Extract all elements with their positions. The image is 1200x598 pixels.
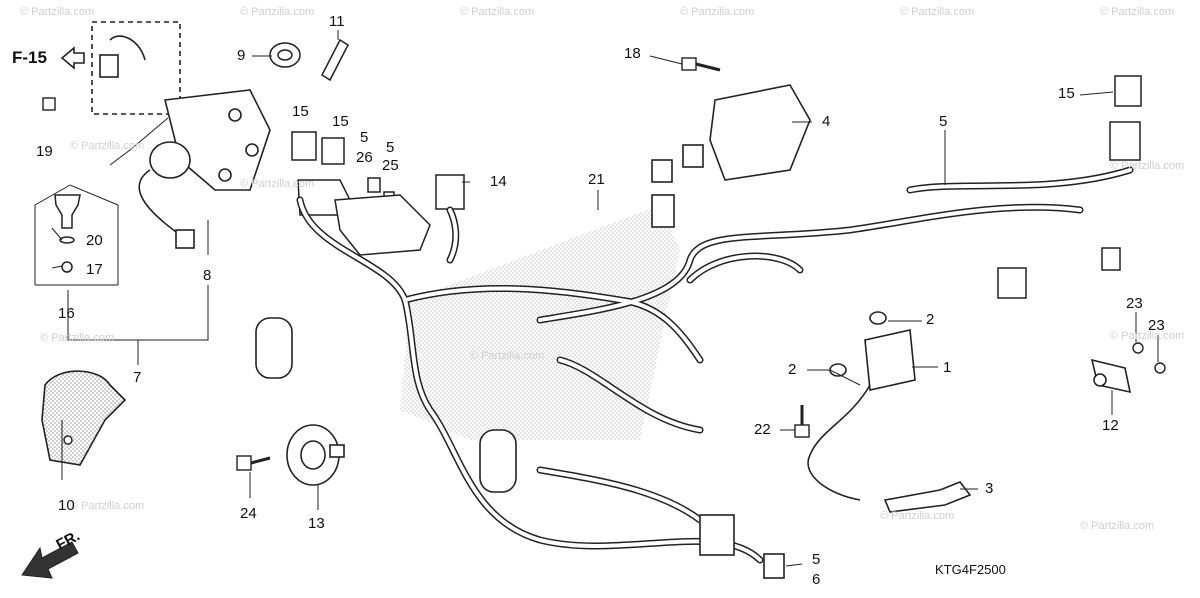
watermark: © Partzilla.com [460, 6, 535, 18]
callout-5: 5 [360, 129, 369, 146]
watermark: © Partzilla.com [240, 178, 315, 190]
ignition-coil-drawing [807, 311, 972, 513]
drawing-code: KTG4F2500 [935, 562, 1006, 577]
callout-21: 21 [588, 171, 605, 188]
callout-8: 8 [203, 267, 212, 284]
bottom-connector-drawing [763, 553, 785, 579]
callout-15: 15 [332, 113, 349, 130]
callout-18: 18 [624, 45, 641, 62]
callout-7: 7 [133, 369, 142, 386]
callout-3: 3 [985, 480, 994, 497]
callout-20: 20 [86, 232, 103, 249]
callout-4: 4 [822, 113, 831, 130]
relay-fuse-box-drawing [291, 131, 465, 256]
watermark: © Partzilla.com [900, 6, 975, 18]
callout-6: 6 [812, 571, 821, 588]
watermark: © Partzilla.com [470, 350, 545, 362]
callout-13: 13 [308, 515, 325, 532]
callout-5: 5 [812, 551, 821, 568]
callout-11: 11 [329, 13, 345, 30]
callout-15: 15 [292, 103, 309, 120]
callout-23: 23 [1126, 295, 1143, 312]
watermark: © Partzilla.com [680, 6, 755, 18]
watermark: © Partzilla.com [1110, 160, 1185, 172]
watermark: © Partzilla.com [40, 332, 115, 344]
callout-25: 25 [382, 157, 399, 174]
watermark: © Partzilla.com [1100, 6, 1175, 18]
section-ref-label: F-15 [12, 48, 47, 67]
callout-24: 24 [240, 505, 257, 522]
bolt-drawing [42, 57, 1166, 471]
callout-15: 15 [1058, 85, 1075, 102]
callout-1: 1 [943, 359, 952, 376]
watermark: © Partzilla.com [1080, 520, 1155, 532]
watermark: © Partzilla.com [70, 140, 145, 152]
callout-2: 2 [788, 361, 797, 378]
callout-22: 22 [754, 421, 771, 438]
callout-14: 14 [490, 173, 507, 190]
callout-5: 5 [386, 139, 395, 156]
bottom-relay-drawing [699, 514, 735, 556]
watermark: © Partzilla.com [70, 500, 145, 512]
watermark: © Partzilla.com [880, 510, 955, 522]
watermark: © Partzilla.com [20, 6, 95, 18]
callout-5: 5 [939, 113, 948, 130]
wire-harness-outline [298, 168, 1132, 562]
regulator-drawing [651, 84, 811, 228]
callout-17: 17 [86, 261, 103, 278]
clip-drawing [269, 38, 349, 82]
callout-2: 2 [926, 311, 935, 328]
callout-16: 16 [58, 305, 75, 322]
callout-19: 19 [36, 143, 53, 160]
horn-drawing [286, 424, 345, 486]
callout-9: 9 [237, 47, 246, 64]
callout-26: 26 [356, 149, 373, 166]
watermark: © Partzilla.com [240, 6, 315, 18]
callout-10: 10 [58, 497, 75, 514]
bracket-drawing [41, 370, 127, 466]
right-relay-drawing [997, 75, 1142, 299]
leader-lines [51, 30, 1159, 567]
sensor-drawing [1090, 358, 1132, 394]
front-arrow-icon [21, 541, 79, 579]
watermark: © Partzilla.com [1110, 330, 1185, 342]
ignition-switch-drawing [91, 21, 271, 249]
canister-drawing [255, 317, 517, 493]
key-cylinder-drawing [34, 184, 119, 286]
callout-12: 12 [1102, 417, 1119, 434]
callout-23: 23 [1148, 317, 1165, 334]
section-arrow-icon [60, 46, 85, 70]
